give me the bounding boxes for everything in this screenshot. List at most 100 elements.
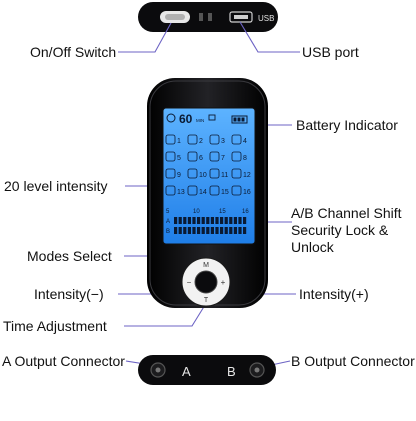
usb-port[interactable] [229,11,253,23]
slot-icon [208,13,212,21]
mode-number: 2 [199,138,203,145]
body-part-icon [231,151,242,162]
body-part-icon [209,134,220,145]
leader-time [124,304,206,327]
mode-number: 1 [177,138,181,145]
channel-a-level-segment [233,217,237,224]
body-part-icon [187,168,198,179]
timer-unit: MIN [196,118,204,123]
channel-b-level-segment [229,227,233,234]
channel-a-level-segment [243,217,247,224]
modes-select-label: Modes Select [27,248,112,264]
mode-button[interactable]: M [203,262,209,269]
channel-a-level-segment [210,217,214,224]
channel-a-label: A [166,219,170,225]
channel-a-level-segment [197,217,201,224]
mode-number: 12 [243,172,251,179]
b-output-label: B Output Connector [291,353,415,369]
slot-icon [199,13,203,21]
time-adjustment-label: Time Adjustment [3,318,107,334]
channel-a-level-segment [229,217,233,224]
body-part-icon [209,185,220,196]
mode-number: 6 [199,155,203,162]
mode-number: 5 [177,155,181,162]
mode-number: 7 [221,155,225,162]
mode-number: 13 [177,189,185,196]
bottom-edge-view: A B [138,355,276,385]
leader-on-off [118,22,172,53]
intensity-plus-label: Intensity(+) [299,286,369,302]
body-part-icon [165,151,176,162]
body-part-icon [231,134,242,145]
usb-port-inner [234,15,248,19]
channel-b-label: B [166,229,170,235]
channel-a-level-segment [178,217,182,224]
channel-b-level-segment [206,227,210,234]
body-part-icon [165,168,176,179]
channel-a-level-segment [201,217,205,224]
mode-number: 15 [221,189,229,196]
ab-channel-label-1: A/B Channel Shift [291,205,402,221]
lock-icon [208,114,216,121]
body-part-icon [187,151,198,162]
body-part-icon [231,185,242,196]
level-intensity-label: 20 level intensity [4,178,108,194]
channel-b-level-segment [201,227,205,234]
body-part-icon [187,134,198,145]
channel-b-level-segment [238,227,242,234]
intensity-minus-label: Intensity(−) [34,286,104,302]
channel-b-level-segment [174,227,178,234]
body-part-icon [187,185,198,196]
ab-channel-label-3: Unlock [291,239,334,255]
body-part-icon [231,168,242,179]
channel-b-level-segment [233,227,237,234]
clock-icon [166,113,176,123]
a-jack-pin [155,367,161,373]
level-bars [174,217,247,234]
time-button[interactable]: T [204,297,209,304]
minus-button[interactable]: − [187,278,192,287]
ab-channel-button[interactable] [194,270,218,294]
connector-a-label: A [182,364,191,379]
channel-b-level-segment [215,227,219,234]
body-part-icon [209,151,220,162]
switch-knob [165,14,185,20]
a-output-label: A Output Connector [2,353,125,369]
channel-b-level-segment [224,227,228,234]
timer-value: 60 [179,112,193,126]
channel-b-level-segment [197,227,201,234]
leader-usb [239,21,300,53]
channel-a-level-segment [187,217,191,224]
battery-bar [233,117,237,122]
on-off-switch-label: On/Off Switch [30,44,117,60]
channel-b-level-segment [187,227,191,234]
mode-number: 4 [243,138,247,145]
channel-b-level-segment [243,227,247,234]
b-jack-pin [254,367,260,373]
body-part-icon [209,168,220,179]
channel-a-level-segment [220,217,224,224]
channel-b-level-segment [178,227,182,234]
channel-b-level-segment [220,227,224,234]
battery-indicator-label: Battery Indicator [296,117,398,133]
bottom-edge-body [138,355,276,385]
channel-a-level-segment [174,217,178,224]
channel-a-level-segment [183,217,187,224]
plus-button[interactable]: + [221,278,226,287]
battery-bar [237,117,241,122]
channel-a-level-segment [192,217,196,224]
connector-b-label: B [227,364,236,379]
mode-number: 14 [199,189,207,196]
mode-number: 8 [243,155,247,162]
channel-a-level-segment [215,217,219,224]
battery-bar [241,117,245,122]
channel-b-level-segment [183,227,187,234]
ab-channel-label-2: Security Lock & [291,222,389,238]
level-number: 10 [193,209,200,215]
level-number: 16 [242,209,249,215]
mode-number: 3 [221,138,225,145]
channel-b-level-segment [192,227,196,234]
